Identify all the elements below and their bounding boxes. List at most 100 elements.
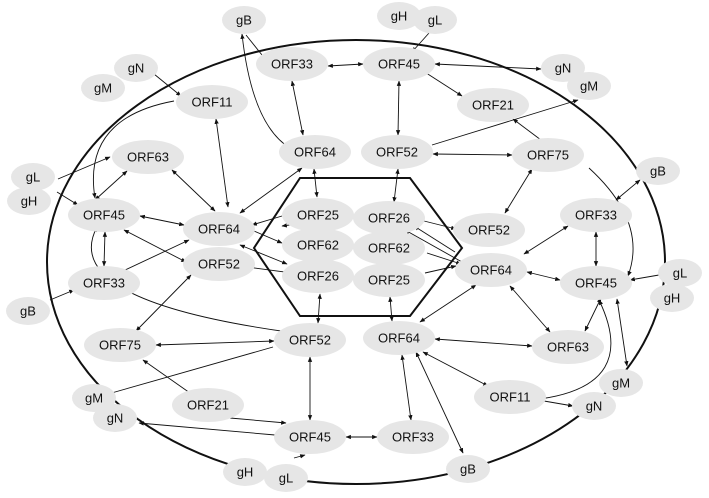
node-bubble	[560, 198, 632, 232]
node-orf26-hexl: ORF26	[282, 259, 354, 293]
node-orf26-hex: ORF26	[353, 201, 425, 235]
node-label: ORF64	[470, 263, 512, 278]
interaction-arrow	[431, 99, 579, 146]
node-label: gH	[664, 291, 681, 306]
interaction-arrow	[49, 289, 75, 301]
interaction-arrow	[316, 293, 322, 324]
node-bubble	[453, 213, 525, 247]
interaction-arrow	[57, 156, 111, 180]
node-label: gL	[279, 471, 293, 486]
interaction-arrow	[171, 169, 216, 212]
node-bubble	[457, 88, 529, 122]
interaction-arrow	[388, 296, 394, 322]
interaction-arrow	[253, 230, 283, 244]
node-gl-l: gL	[11, 163, 55, 191]
interaction-arrow	[413, 225, 456, 253]
node-label: ORF64	[198, 222, 240, 237]
node-label: ORF52	[468, 223, 510, 238]
node-orf52-top: ORF52	[361, 135, 433, 169]
node-bubble	[256, 47, 328, 81]
interaction-arrow	[138, 421, 276, 436]
node-bubble	[112, 140, 184, 174]
node-bubble	[7, 187, 51, 215]
outer-ellipse	[46, 39, 666, 485]
node-bubble	[274, 323, 346, 357]
node-gl-r: gL	[658, 259, 702, 287]
interaction-arrow	[424, 264, 457, 274]
interaction-arrow	[139, 214, 185, 227]
node-orf63-r: ORF63	[532, 330, 604, 364]
node-bubble	[363, 47, 435, 81]
node-bubble	[264, 464, 308, 492]
interaction-arrow	[392, 168, 400, 203]
interaction-arrow	[629, 274, 660, 282]
node-label: gH	[391, 9, 408, 24]
interaction-arrow	[434, 62, 542, 71]
node-label: gM	[580, 79, 598, 94]
node-bubble	[183, 212, 255, 246]
node-label: ORF62	[368, 241, 410, 256]
node-label: ORF26	[297, 269, 339, 284]
node-label: gL	[26, 170, 40, 185]
node-label: gB	[20, 304, 36, 319]
node-orf33-r: ORF33	[560, 198, 632, 232]
interaction-arrow	[426, 252, 462, 265]
node-bubble	[282, 198, 354, 232]
node-label: gB	[236, 13, 252, 28]
node-bubble	[572, 392, 616, 420]
node-label: ORF52	[198, 257, 240, 272]
node-bubble	[512, 138, 584, 172]
interaction-arrow	[153, 73, 182, 97]
node-orf21-bot: ORF21	[172, 388, 244, 422]
interaction-arrow	[423, 220, 457, 230]
interaction-arrow	[122, 239, 190, 272]
node-gh-r: gH	[650, 284, 694, 312]
node-gm-r: gM	[567, 72, 611, 100]
interaction-arrow	[615, 179, 641, 201]
node-bubble	[541, 54, 585, 82]
node-bubble	[274, 420, 346, 454]
interaction-arrow	[56, 191, 79, 206]
interaction-arrow	[155, 339, 275, 347]
node-orf33-l: ORF33	[68, 266, 140, 300]
node-label: ORF33	[392, 430, 434, 445]
node-label: ORF52	[376, 145, 418, 160]
node-label: ORF62	[297, 238, 339, 253]
node-orf45-bot: ORF45	[274, 420, 346, 454]
interaction-arrow	[92, 100, 175, 199]
interaction-arrow	[509, 285, 551, 333]
node-orf64-top: ORF64	[279, 135, 351, 169]
node-label: ORF45	[83, 208, 125, 223]
node-label: ORF33	[271, 57, 313, 72]
node-label: ORF33	[575, 208, 617, 223]
interaction-arrow	[94, 170, 128, 201]
node-bubble	[361, 135, 433, 169]
node-label: gH	[237, 465, 254, 480]
interaction-arrow	[584, 297, 602, 332]
node-bubble	[650, 284, 694, 312]
node-label: ORF45	[289, 430, 331, 445]
node-label: ORF63	[547, 340, 589, 355]
interaction-arrow	[615, 298, 629, 367]
node-bubble	[446, 455, 490, 483]
node-bubble	[176, 85, 248, 119]
node-gn-bl: gN	[93, 404, 137, 432]
node-label: ORF45	[575, 276, 617, 291]
interaction-arrow	[240, 33, 291, 149]
node-bubble	[222, 6, 266, 34]
node-orf45-top: ORF45	[363, 47, 435, 81]
node-gm-tl: gM	[81, 74, 125, 102]
node-label: ORF11	[192, 95, 233, 110]
node-bubble	[114, 54, 158, 82]
node-orf25-hex: ORF25	[282, 198, 354, 232]
node-orf64-r: ORF64	[455, 253, 527, 287]
node-label: ORF64	[378, 331, 420, 346]
node-bubble	[636, 157, 680, 185]
interaction-arrow	[229, 417, 287, 425]
node-bubble	[183, 247, 255, 281]
node-label: ORF25	[368, 273, 410, 288]
node-bubble	[377, 2, 421, 30]
node-label: gB	[460, 462, 476, 477]
interaction-arrow	[422, 351, 489, 387]
